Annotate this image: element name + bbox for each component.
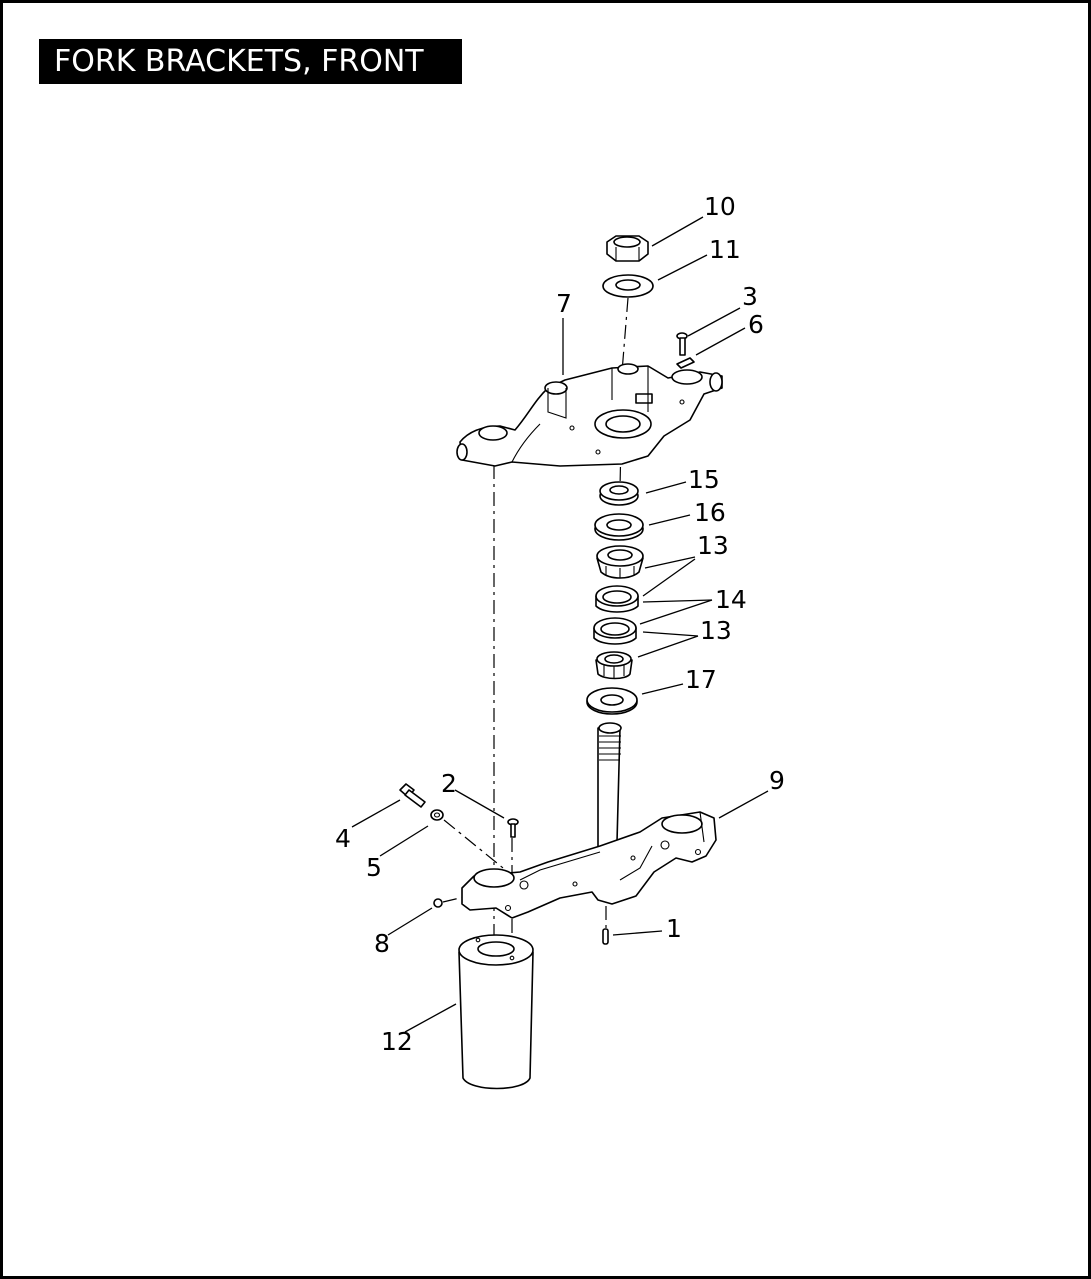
bearing-cone-upper-part-13 [596,545,644,579]
callout-14: 14 [715,585,747,614]
clip-part-6 [676,357,695,369]
callout-17: 17 [685,665,717,694]
callout-10: 10 [704,192,736,221]
steering-nut-part-10 [606,235,649,262]
callout-5: 5 [366,853,382,882]
fork-cover-part-12 [458,934,534,1090]
lower-fork-bracket-part-9 [461,722,717,919]
leader-lines [351,216,769,1033]
callout-8: 8 [374,929,390,958]
callout-4: 4 [335,824,351,853]
diagram-title: FORK BRACKETS, FRONT [39,39,462,84]
callout-3: 3 [742,282,758,311]
callout-labels: 10 11 3 6 7 15 16 13 14 13 17 9 2 4 5 8 … [335,192,785,1056]
callout-6: 6 [748,310,764,339]
callout-13-upper: 13 [697,531,729,560]
callout-2: 2 [441,769,457,798]
callout-12: 12 [381,1027,413,1056]
seal-part-16 [594,513,644,541]
callout-15: 15 [688,465,720,494]
washer-part-5 [430,809,444,821]
screw-part-3 [676,332,688,356]
callout-16: 16 [694,498,726,527]
screw-part-2 [507,818,519,838]
bearing-cup-upper-part-14 [595,585,639,613]
bearing-cone-lower-part-13 [595,651,633,680]
bearing-cup-lower-part-14 [593,617,637,645]
callout-13-lower: 13 [700,616,732,645]
callout-7: 7 [556,289,572,318]
washer-part-11 [602,274,654,298]
callout-9: 9 [769,766,785,795]
dust-shield-part-17 [586,687,638,715]
bolt-part-4 [399,783,426,808]
nut-part-8 [433,898,443,908]
callout-1: 1 [666,914,682,943]
pin-part-1 [602,928,609,945]
upper-fork-bracket-part-7 [456,363,723,467]
lock-nut-part-15 [599,481,639,506]
callout-11: 11 [709,235,741,264]
